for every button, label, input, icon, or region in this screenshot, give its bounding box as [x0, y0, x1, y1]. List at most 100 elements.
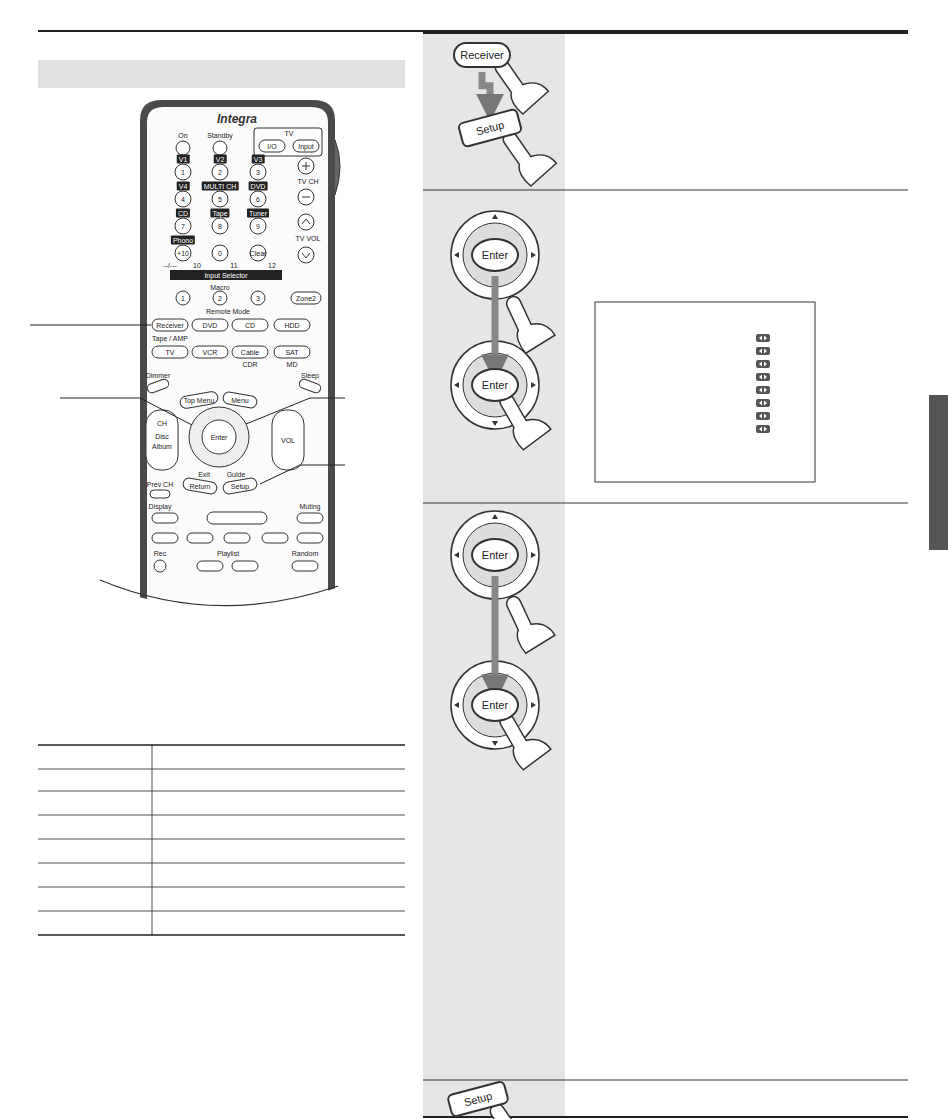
remote-button: [213, 291, 227, 305]
remote-button: [274, 319, 310, 331]
remote-label: 2: [218, 169, 222, 176]
remote-label: Setup: [231, 483, 249, 490]
remote-label: Tape: [210, 209, 229, 218]
remote-button: [212, 164, 228, 180]
remote-label: 9: [256, 223, 260, 230]
remote-label: I/O: [267, 143, 276, 150]
remote-label: VCR: [203, 349, 218, 356]
remote-label: Album: [152, 443, 172, 450]
remote-label: 2: [218, 295, 222, 302]
enter-button: Enter: [471, 538, 519, 572]
remote-button: [298, 214, 314, 230]
table-column-rule: [152, 745, 153, 935]
remote-label: Rec: [154, 550, 166, 557]
menu-icon: [756, 360, 770, 368]
remote-label: Dimmer: [146, 372, 171, 379]
remote-button: [152, 346, 188, 358]
button-text: Setup: [463, 1089, 494, 1108]
remote-label: CDR: [242, 361, 257, 368]
remote-label: Prev CH: [147, 481, 173, 488]
leader-line: [60, 398, 192, 425]
remote-button: [197, 561, 223, 571]
table-rule: [38, 744, 405, 746]
header-rule: [38, 30, 908, 32]
remote-label: 10: [193, 262, 201, 269]
tv-group-box: [254, 128, 322, 156]
remote-label: V1: [177, 155, 190, 164]
menu-icon-arrows: [759, 388, 767, 393]
remote-label: 6: [256, 196, 260, 203]
menu-icon-arrows: [759, 349, 767, 354]
remote-label: 1: [181, 169, 185, 176]
remote-label: Random: [292, 550, 318, 557]
remote-label: Remote Mode: [206, 308, 250, 315]
table-rule: [38, 769, 405, 770]
remote-label: Display: [149, 503, 172, 510]
remote-label: CD: [176, 209, 190, 218]
menu-icon: [756, 399, 770, 407]
pressing-hand: [500, 287, 556, 354]
menu-icon: [756, 412, 770, 420]
remote-button: [232, 561, 258, 571]
remote-label: Integra: [217, 113, 257, 125]
remote-label: DVD: [203, 322, 218, 329]
remote-button: [182, 477, 218, 495]
remote-label: TV: [285, 130, 294, 137]
remote-label: TV: [166, 349, 175, 356]
remote-button: [176, 141, 190, 155]
menu-icon-arrows: [759, 401, 767, 406]
table-rule: [38, 863, 405, 864]
remote-button: Receiver: [453, 42, 511, 68]
remote-label: Exit: [198, 471, 210, 478]
remote-label: 4: [181, 196, 185, 203]
remote-label: 3: [256, 295, 260, 302]
remote-button: [189, 407, 249, 467]
remote-label: Sleep: [301, 372, 319, 379]
remote-label: Menu: [231, 397, 249, 404]
remote-label: Zone2: [296, 295, 316, 302]
menu-icon: [756, 425, 770, 433]
remote-label: Phono: [171, 236, 195, 245]
menu-icon-arrows: [759, 362, 767, 367]
button-text: Enter: [482, 549, 508, 561]
remote-button: [291, 292, 321, 304]
remote-label: Receiver: [156, 322, 184, 329]
remote-button: [250, 245, 266, 261]
remote-label: HDD: [284, 322, 299, 329]
table-rule: [38, 791, 405, 792]
menu-icon-arrows: [759, 414, 767, 419]
remote-button: [150, 490, 170, 498]
remote-label: 5: [218, 196, 222, 203]
remote-button: [262, 533, 288, 543]
remote-button: [224, 533, 250, 543]
remote-button: [222, 477, 258, 495]
cutaway: [95, 582, 342, 660]
remote-button: [192, 319, 228, 331]
step-rule: [423, 190, 908, 191]
volume-wheel: [335, 140, 340, 195]
button-symbol: [302, 162, 310, 258]
remote-button: [207, 512, 267, 524]
remote-label: V2: [214, 155, 227, 164]
input-selector-bar: [170, 270, 282, 280]
menu-icons: [756, 334, 770, 433]
enter-button: Enter: [471, 368, 519, 402]
remote-button: [232, 346, 268, 358]
remote-button: [297, 513, 323, 523]
remote-button: [251, 291, 265, 305]
menu-icon-arrows: [759, 375, 767, 380]
step-image-column: [423, 34, 565, 1116]
leader-line: [30, 325, 151, 326]
remote-label: TV CH: [298, 178, 319, 185]
remote-label: VOL: [281, 437, 295, 444]
button-text: Receiver: [460, 49, 503, 61]
enter-button: Enter: [471, 688, 519, 722]
remote-button: [250, 218, 266, 234]
remote-label: Macro: [210, 284, 229, 291]
menu-icon: [756, 334, 770, 342]
menu-icon: [756, 386, 770, 394]
remote-label: 7: [181, 223, 185, 230]
remote-label: 12: [268, 262, 276, 269]
remote-button: [297, 533, 323, 543]
remote-button: [250, 191, 266, 207]
